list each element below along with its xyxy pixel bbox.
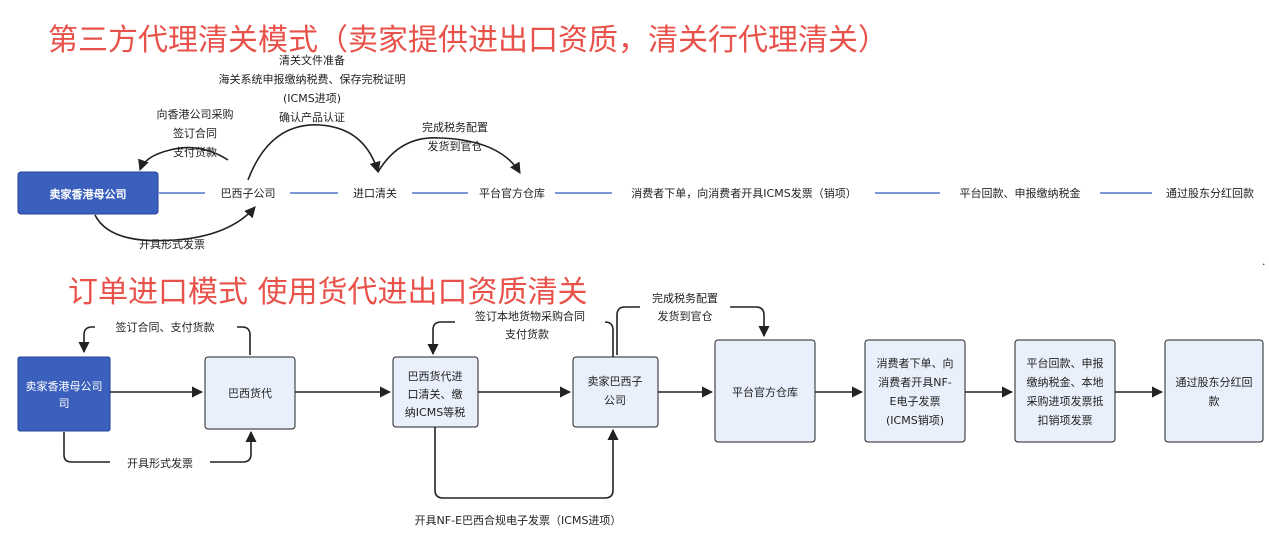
invoice-arc-arrow bbox=[94, 206, 256, 242]
tax-config-note: 完成税务配置 发货到官仓 bbox=[422, 120, 488, 153]
svg-text:公司: 公司 bbox=[604, 394, 626, 407]
svg-text:平台官方仓库: 平台官方仓库 bbox=[732, 385, 798, 399]
consumer-box: 消费者下单、向 消费者开具NF- E电子发票 (ICMS销项) bbox=[864, 339, 966, 443]
svg-text:签订合同: 签订合同 bbox=[173, 126, 217, 140]
svg-text:卖家巴西子: 卖家巴西子 bbox=[588, 374, 643, 388]
svg-text:E电子发票: E电子发票 bbox=[890, 394, 941, 408]
svg-text:通过股东分红回: 通过股东分红回 bbox=[1176, 376, 1253, 389]
import-clear-node: 进口清关 bbox=[353, 186, 397, 200]
forwarder-clear-box: 巴西货代进 口清关、缴 纳ICMS等税 bbox=[392, 356, 479, 428]
hk-parent-box-2: 卖家香港母公司 司 bbox=[17, 356, 111, 432]
svg-text:消费者开具NF-: 消费者开具NF- bbox=[878, 375, 952, 389]
svg-text:巴西货代进: 巴西货代进 bbox=[408, 369, 463, 383]
svg-text:巴西货代: 巴西货代 bbox=[228, 386, 272, 400]
customs-arc-arrow bbox=[247, 124, 381, 181]
purchase-note: 向香港公司采购 签订合同 支付货款 bbox=[157, 107, 234, 159]
invoice-note: 开具形式发票 bbox=[139, 237, 205, 251]
warehouse-box-2: 平台官方仓库 bbox=[714, 339, 816, 443]
edge-dot: · bbox=[1262, 258, 1266, 271]
svg-text:平台回款、申报: 平台回款、申报 bbox=[1027, 356, 1104, 370]
svg-text:清关文件准备: 清关文件准备 bbox=[279, 53, 345, 67]
svg-text:缴纳税金、本地: 缴纳税金、本地 bbox=[1027, 375, 1104, 389]
hk-parent-box: 卖家香港母公司 bbox=[17, 171, 159, 215]
nfe-loop-arrow bbox=[434, 427, 619, 499]
section1-title: 第三方代理清关模式（卖家提供进出口资质，清关行代理清关） bbox=[48, 23, 888, 58]
svg-text:款: 款 bbox=[1209, 394, 1220, 408]
tax-config-note-2a: 完成税务配置 bbox=[652, 291, 718, 305]
platform-box: 平台回款、申报 缴纳税金、本地 采购进项发票抵 扣销项发票 bbox=[1014, 339, 1116, 443]
dividend-box: 通过股东分红回 款 bbox=[1164, 339, 1264, 443]
local-purchase-note-2: 支付货款 bbox=[505, 327, 549, 341]
svg-text:(ICMS销项): (ICMS销项) bbox=[886, 413, 944, 427]
seller-br-box: 卖家巴西子 公司 bbox=[572, 356, 659, 428]
nfe-note: 开具NF-E巴西合规电子发票（ICMS进项） bbox=[415, 513, 622, 527]
svg-text:支付货款: 支付货款 bbox=[173, 145, 217, 159]
tax-config-note-2b: 发货到官仓 bbox=[658, 309, 713, 323]
section2-title: 订单进口模式 使用货代进出口资质清关 bbox=[68, 275, 588, 310]
svg-text:卖家香港母公司: 卖家香港母公司 bbox=[26, 379, 103, 393]
warehouse-node: 平台官方仓库 bbox=[479, 186, 545, 200]
svg-text:发货到官仓: 发货到官仓 bbox=[428, 139, 483, 153]
contract-note: 签订合同、支付货款 bbox=[116, 320, 215, 334]
svg-text:向香港公司采购: 向香港公司采购 bbox=[157, 107, 234, 121]
platform-payback-node: 平台回款、申报缴纳税金 bbox=[960, 186, 1081, 200]
svg-text:完成税务配置: 完成税务配置 bbox=[422, 120, 488, 134]
invoice-note-2: 开具形式发票 bbox=[127, 456, 193, 470]
svg-text:纳ICMS等税: 纳ICMS等税 bbox=[405, 405, 465, 419]
consumer-order-node: 消费者下单，向消费者开具ICMS发票（销项） bbox=[631, 186, 856, 200]
svg-text:采购进项发票抵: 采购进项发票抵 bbox=[1027, 394, 1104, 408]
purchase-arrow bbox=[138, 146, 229, 172]
local-purchase-note-1: 签订本地货物采购合同 bbox=[475, 309, 585, 323]
dividend-node: 通过股东分红回款 bbox=[1166, 186, 1254, 200]
svg-text:扣销项发票: 扣销项发票 bbox=[1038, 413, 1093, 427]
svg-text:确认产品认证: 确认产品认证 bbox=[279, 110, 345, 124]
br-forwarder-box: 巴西货代 bbox=[204, 356, 296, 430]
svg-text:卖家香港母公司: 卖家香港母公司 bbox=[50, 187, 127, 201]
svg-text:口清关、缴: 口清关、缴 bbox=[408, 387, 463, 401]
svg-text:(ICMS进项): (ICMS进项) bbox=[283, 92, 341, 105]
br-sub-node: 巴西子公司 bbox=[221, 187, 276, 200]
svg-text:消费者下单、向: 消费者下单、向 bbox=[877, 356, 954, 370]
customs-note: 清关文件准备 海关系统申报缴纳税费、保存完税证明 (ICMS进项) 确认产品认证 bbox=[219, 53, 406, 124]
tax-config-arc-arrow bbox=[377, 137, 521, 174]
svg-text:司: 司 bbox=[59, 397, 70, 410]
svg-text:海关系统申报缴纳税费、保存完税证明: 海关系统申报缴纳税费、保存完税证明 bbox=[219, 72, 406, 86]
